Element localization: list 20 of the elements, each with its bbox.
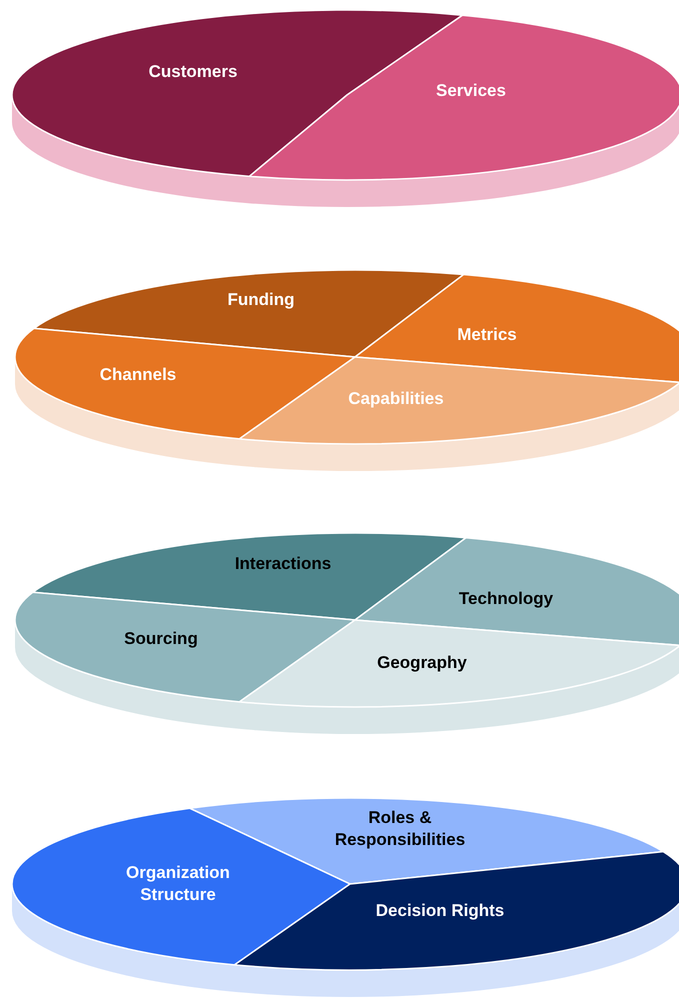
pie-slice (354, 537, 679, 646)
slice-label: Organization Structure (125, 862, 231, 906)
pie-slice (248, 14, 679, 181)
slice-label: Customers (148, 61, 238, 83)
pie-slice (238, 356, 679, 445)
pie-slice (14, 592, 356, 703)
slice-label: Channels (98, 364, 178, 386)
slice-label: Funding (226, 289, 296, 311)
slice-label: Metrics (456, 324, 518, 346)
slice-label: Technology (458, 588, 554, 610)
slice-label: Interactions (234, 553, 332, 575)
pie-slice (234, 850, 679, 971)
pie-slice (354, 274, 679, 384)
slice-label: Sourcing (123, 628, 199, 650)
slice-label: Geography (376, 652, 468, 674)
pie-slice (238, 619, 679, 708)
slice-label: Decision Rights (374, 900, 506, 922)
slice-label: Services (435, 80, 507, 102)
slice-label: Capabilities (347, 388, 445, 410)
slice-label: Roles & Responsibilities (334, 807, 466, 851)
